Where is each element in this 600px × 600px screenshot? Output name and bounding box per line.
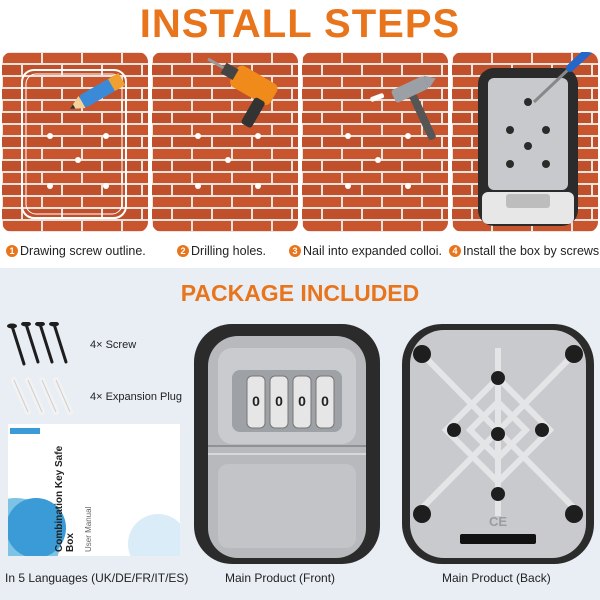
screws-image: [7, 322, 68, 366]
dial-digit: 0: [321, 393, 329, 409]
expansion-plug-icon: [370, 93, 385, 102]
pencil-icon: [69, 72, 126, 109]
user-manual: Combination Key Safe Box User Manual: [8, 424, 180, 556]
hammer-icon: [391, 75, 436, 141]
step-1-image: [2, 52, 148, 232]
manual-cover-art: [8, 428, 180, 556]
brick-wall: [302, 52, 448, 232]
ce-mark: CE: [489, 514, 507, 529]
expansion-plugs-image: [11, 377, 73, 415]
box-front-image: 0 0 0 0: [194, 324, 380, 564]
back-label: Main Product (Back): [442, 571, 551, 585]
brick-wall: [2, 52, 148, 232]
step-4-image: [452, 52, 598, 232]
screwdriver-icon: [532, 52, 594, 104]
plug-label: 4× Expansion Plug: [90, 391, 183, 403]
dial-digit: 0: [275, 393, 283, 409]
box-back-image: CE: [402, 324, 594, 564]
install-section: INSTALL STEPS: [0, 0, 600, 268]
step-3-image: [302, 52, 448, 232]
brick-wall: [452, 52, 598, 232]
drill-icon: [207, 57, 278, 128]
front-label: Main Product (Front): [225, 571, 336, 585]
manual-title: Combination Key Safe Box: [54, 445, 76, 552]
brick-wall: [152, 52, 298, 232]
step-2-image: [152, 52, 298, 232]
package-included-heading: PACKAGE INCLUDED: [180, 280, 420, 306]
manual-subtitle: User Manual: [84, 506, 93, 552]
languages-label: In 5 Languages (UK/DE/FR/IT/ES): [5, 571, 189, 585]
install-steps-heading: INSTALL STEPS: [139, 2, 461, 46]
combination-dial: 0 0 0 0: [246, 375, 335, 429]
dial-digit: 0: [252, 393, 260, 409]
screw-label: 4× Screw: [90, 339, 137, 351]
dial-digit: 0: [298, 393, 306, 409]
